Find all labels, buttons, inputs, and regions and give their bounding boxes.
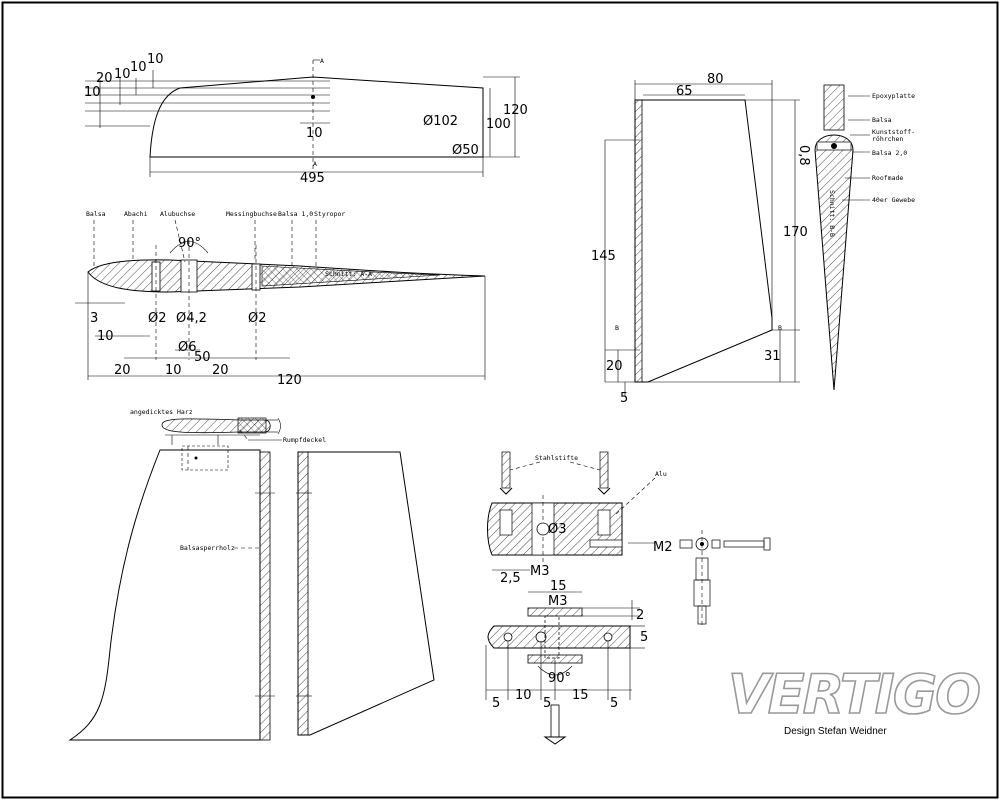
- dim-dia6: Ø6: [178, 340, 197, 355]
- label-balsa: Balsa: [86, 210, 106, 218]
- dim-b5a: 5: [492, 696, 500, 711]
- dim-10c: 10: [130, 60, 147, 75]
- label-abachi: Abachi: [124, 210, 148, 218]
- section-mark-a-bottom: A: [313, 160, 317, 168]
- dim-10d: 10: [147, 52, 164, 67]
- dim-80: 80: [707, 72, 724, 87]
- label-balsa-r: Balsa: [872, 116, 892, 124]
- dim-b5c: 5: [610, 696, 618, 711]
- label-kunststoff-2: röhrchen: [872, 135, 903, 143]
- dim-2-5: 2,5: [500, 571, 521, 586]
- dim-dia102: Ø102: [423, 114, 458, 129]
- dim-15: 15: [550, 579, 567, 594]
- dim-10-left: 10: [97, 329, 114, 344]
- dim-495: 495: [300, 171, 325, 186]
- dim-50: 50: [194, 350, 211, 365]
- label-balsa-2-0: Balsa 2,0: [872, 149, 907, 157]
- section-mark-b-right: B: [778, 324, 782, 332]
- label-roofmade: Roofmade: [872, 174, 903, 182]
- label-section-aa: Schnitt: A-A: [325, 270, 372, 278]
- dim-5r: 5: [620, 391, 628, 406]
- dim-5s: 5: [640, 630, 648, 645]
- dim-20b: 20: [212, 363, 229, 378]
- label-epoxyplatte: Epoxyplatte: [872, 92, 915, 100]
- dim-120b: 120: [277, 373, 302, 388]
- label-balsasperrholz: Balsasperrholz: [180, 544, 235, 552]
- section-bb: Epoxyplatte Balsa Kunststoff- röhrchen B…: [796, 84, 915, 391]
- airfoil-section: 90° Schnitt: A-A Balsa Abachi Alubuchse …: [75, 210, 486, 388]
- label-angedicktes-harz: angedicktes Harz: [130, 408, 193, 416]
- rudder-view-2: [296, 451, 435, 736]
- dim-dia2a: Ø2: [148, 311, 167, 326]
- label-alubuchse: Alubuchse: [160, 210, 195, 218]
- dim-b10: 10: [515, 688, 532, 703]
- label-styropor: Styropor: [314, 210, 345, 218]
- side-view: A A 10 20 10 10 10 10 Ø102 Ø50 100 120 4…: [84, 52, 528, 186]
- logo-block: VERTIGO Design Stefan Weidner: [727, 662, 982, 737]
- dim-145: 145: [591, 249, 616, 264]
- fin-assembly: angedicktes Harz Rumpfdeckel Balsasperrh…: [68, 408, 326, 741]
- dim-b5b: 5: [543, 696, 551, 711]
- vertigo-logo: VERTIGO: [728, 663, 979, 726]
- dim-dia50: Ø50: [452, 143, 479, 158]
- dim-10a: 10: [84, 85, 101, 100]
- label-stahlstifte: Stahlstifte: [535, 454, 578, 462]
- hinge-detail: Stahlstifte Alu Ø3 M2 M3 2,5: [485, 451, 771, 745]
- dim-0-8: 0,8: [796, 145, 811, 166]
- dim-10b: 10: [114, 67, 131, 82]
- dim-dia2b: Ø2: [248, 311, 267, 326]
- dim-b15: 15: [572, 688, 589, 703]
- rudder-view: 80 65 145 170 20 5 31 B B: [591, 72, 808, 406]
- dim-100: 100: [486, 117, 511, 132]
- dim-170: 170: [783, 225, 808, 240]
- dim-dia3: Ø3: [548, 522, 567, 537]
- dim-20: 20: [96, 71, 113, 86]
- label-gewebe: 40er Gewebe: [872, 196, 915, 204]
- section-mark-a-top: A: [320, 57, 324, 65]
- dim-dia42: Ø4,2: [176, 311, 207, 326]
- dim-angle-90: 90°: [178, 236, 201, 251]
- designer-credit: Design Stefan Weidner: [784, 726, 887, 737]
- dim-10m: 10: [165, 363, 182, 378]
- label-section-bb: Schnitt: B-B: [828, 190, 836, 237]
- dim-120: 120: [503, 103, 528, 118]
- label-alu: Alu: [655, 470, 667, 478]
- label-rumpfdeckel: Rumpfdeckel: [283, 436, 326, 444]
- dim-20r: 20: [606, 359, 623, 374]
- label-messingbuchse: Messingbuchse: [226, 210, 277, 218]
- dim-m3a: M3: [530, 564, 550, 579]
- dim-65: 65: [676, 84, 693, 99]
- dim-3: 3: [90, 311, 98, 326]
- dim-31: 31: [764, 349, 781, 364]
- dim-angle-90b: 90°: [548, 671, 571, 686]
- dim-m2: M2: [653, 540, 673, 555]
- section-mark-b-left: B: [615, 324, 619, 332]
- label-kunststoff-1: Kunststoff-: [872, 128, 915, 136]
- label-balsa-1-0: Balsa 1,0: [278, 210, 313, 218]
- dim-20a: 20: [114, 363, 131, 378]
- dim-2: 2: [636, 608, 644, 623]
- dim-10-under: 10: [306, 126, 323, 141]
- dim-m3b: M3: [548, 594, 568, 609]
